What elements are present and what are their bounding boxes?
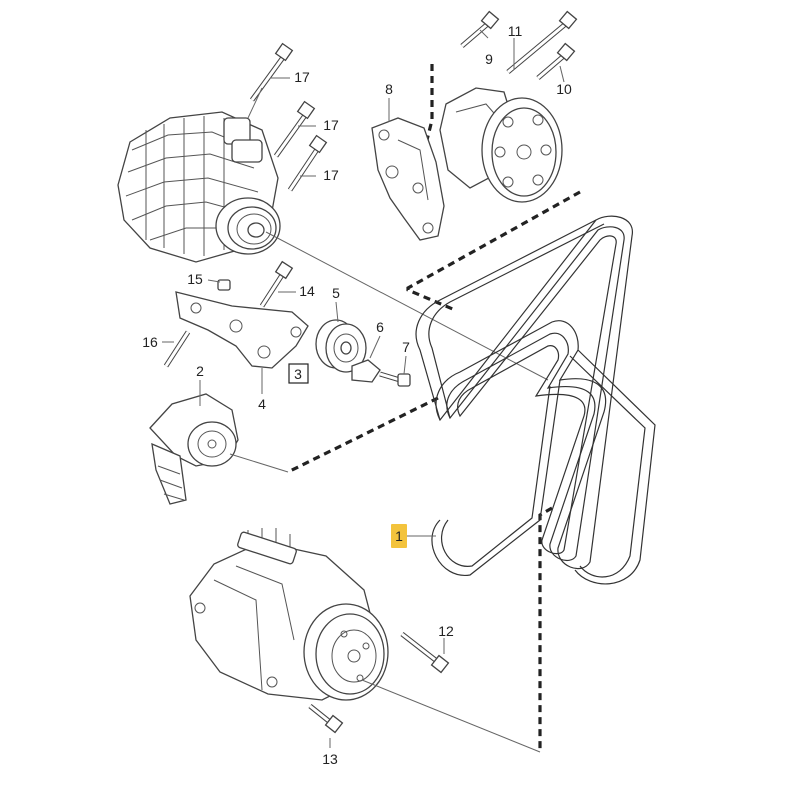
callout-2[interactable]: 2 <box>196 363 204 379</box>
bolt-13 <box>308 704 344 734</box>
bolt-17-b <box>273 100 316 158</box>
callout-17-c[interactable]: 17 <box>323 167 339 183</box>
callout-12[interactable]: 12 <box>438 623 454 639</box>
callout-labels: 1 2 3 4 5 6 7 8 9 10 11 12 13 14 15 16 1… <box>142 23 572 767</box>
callout-14[interactable]: 14 <box>299 283 315 299</box>
callout-1-highlight <box>391 524 407 548</box>
bolt-17-c <box>287 134 328 192</box>
callout-17-a[interactable]: 17 <box>294 69 310 85</box>
callout-leaders <box>162 29 565 748</box>
callout-6[interactable]: 6 <box>376 319 384 335</box>
bolt-17-a <box>247 42 294 119</box>
callout-7[interactable]: 7 <box>402 339 410 355</box>
callout-15[interactable]: 15 <box>187 271 203 287</box>
callout-17-b[interactable]: 17 <box>323 117 339 133</box>
callout-3[interactable]: 3 <box>294 366 302 382</box>
alternator <box>117 111 549 381</box>
bolt-16 <box>163 330 191 368</box>
routing-dashed-lines <box>287 64 581 752</box>
callout-4[interactable]: 4 <box>258 396 266 412</box>
callout-10[interactable]: 10 <box>556 81 572 97</box>
power-steering-pump <box>439 87 563 203</box>
bolts-17 <box>247 42 328 192</box>
callout-16[interactable]: 16 <box>142 334 158 350</box>
bolt-11 <box>506 10 578 74</box>
bolt-12 <box>400 632 450 674</box>
callout-8[interactable]: 8 <box>385 81 393 97</box>
callout-1[interactable]: 1 <box>395 528 403 544</box>
callout-5[interactable]: 5 <box>332 285 340 301</box>
ac-compressor <box>189 528 541 753</box>
callout-3-box <box>288 363 309 384</box>
belt-tensioner <box>149 393 289 505</box>
tensioner-bracket <box>175 279 309 369</box>
washer <box>351 359 381 383</box>
bolt-7 <box>379 371 411 387</box>
bolt-10 <box>536 42 576 80</box>
bracket <box>371 117 445 241</box>
callout-9[interactable]: 9 <box>485 51 493 67</box>
callout-13[interactable]: 13 <box>322 751 338 767</box>
callout-11[interactable]: 11 <box>508 23 523 39</box>
poly-v-belt <box>415 215 656 585</box>
idler-pulley <box>315 319 367 373</box>
bolt-14 <box>259 260 294 308</box>
bolt-9 <box>460 10 500 48</box>
